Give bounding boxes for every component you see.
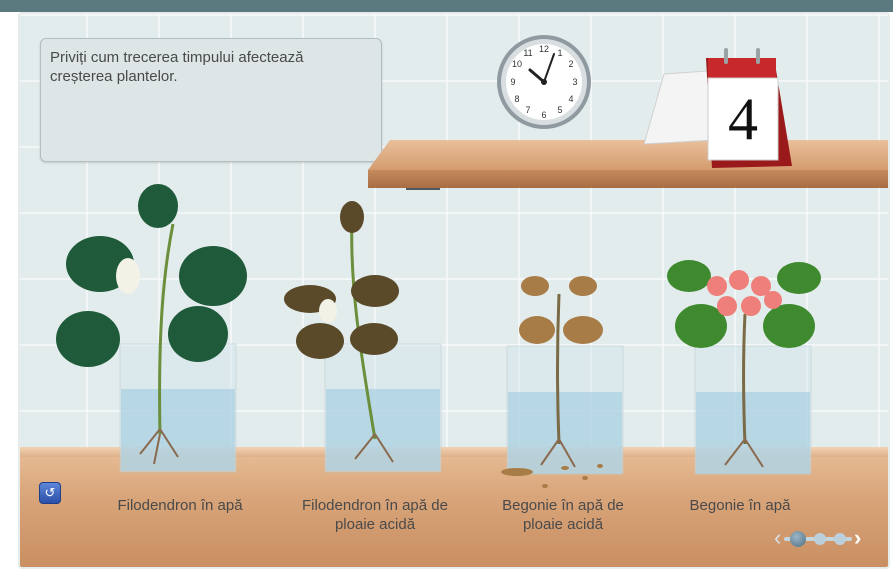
nav-step-2[interactable]	[814, 533, 826, 545]
reset-button[interactable]: ↺	[39, 482, 61, 504]
svg-text:10: 10	[512, 59, 522, 69]
instruction-text: Priviți cum trecerea timpului afectează …	[50, 48, 370, 86]
calendar: 4	[644, 44, 794, 174]
plant-philodendron-acid	[280, 199, 460, 474]
svg-text:7: 7	[525, 105, 530, 115]
top-bar	[0, 0, 893, 12]
nav-next-button[interactable]: ›	[854, 526, 861, 550]
nav-prev-button[interactable]: ‹	[774, 526, 781, 550]
plant-begonia-acid	[495, 264, 645, 476]
plant-label: Filodendron în apă de ploaie acidă	[300, 496, 450, 534]
plant-label: Begonie în apă	[670, 496, 810, 515]
plant-begonia-water	[665, 254, 825, 476]
fallen-debris	[485, 454, 615, 494]
svg-text:8: 8	[514, 94, 519, 104]
plant-label: Begonie în apă de ploaie acidă	[488, 496, 638, 534]
svg-text:3: 3	[572, 77, 577, 87]
svg-text:6: 6	[541, 110, 546, 120]
calendar-day: 4	[708, 80, 778, 158]
instruction-box: Priviți cum trecerea timpului afectează …	[40, 38, 382, 162]
plant-label: Filodendron în apă	[90, 496, 270, 515]
svg-text:4: 4	[568, 94, 573, 104]
svg-text:5: 5	[557, 105, 562, 115]
svg-text:2: 2	[568, 59, 573, 69]
simulation-stage: Priviți cum trecerea timpului afectează …	[18, 12, 890, 569]
step-navigation: ‹ ›	[772, 526, 872, 552]
svg-text:12: 12	[539, 44, 549, 54]
plant-philodendron-water	[48, 184, 248, 474]
svg-text:9: 9	[510, 77, 515, 87]
nav-step-1[interactable]	[790, 531, 806, 547]
nav-step-3[interactable]	[834, 533, 846, 545]
shelf	[368, 140, 888, 190]
svg-text:11: 11	[523, 48, 532, 58]
svg-text:1: 1	[557, 48, 562, 58]
reset-icon: ↺	[45, 485, 56, 500]
